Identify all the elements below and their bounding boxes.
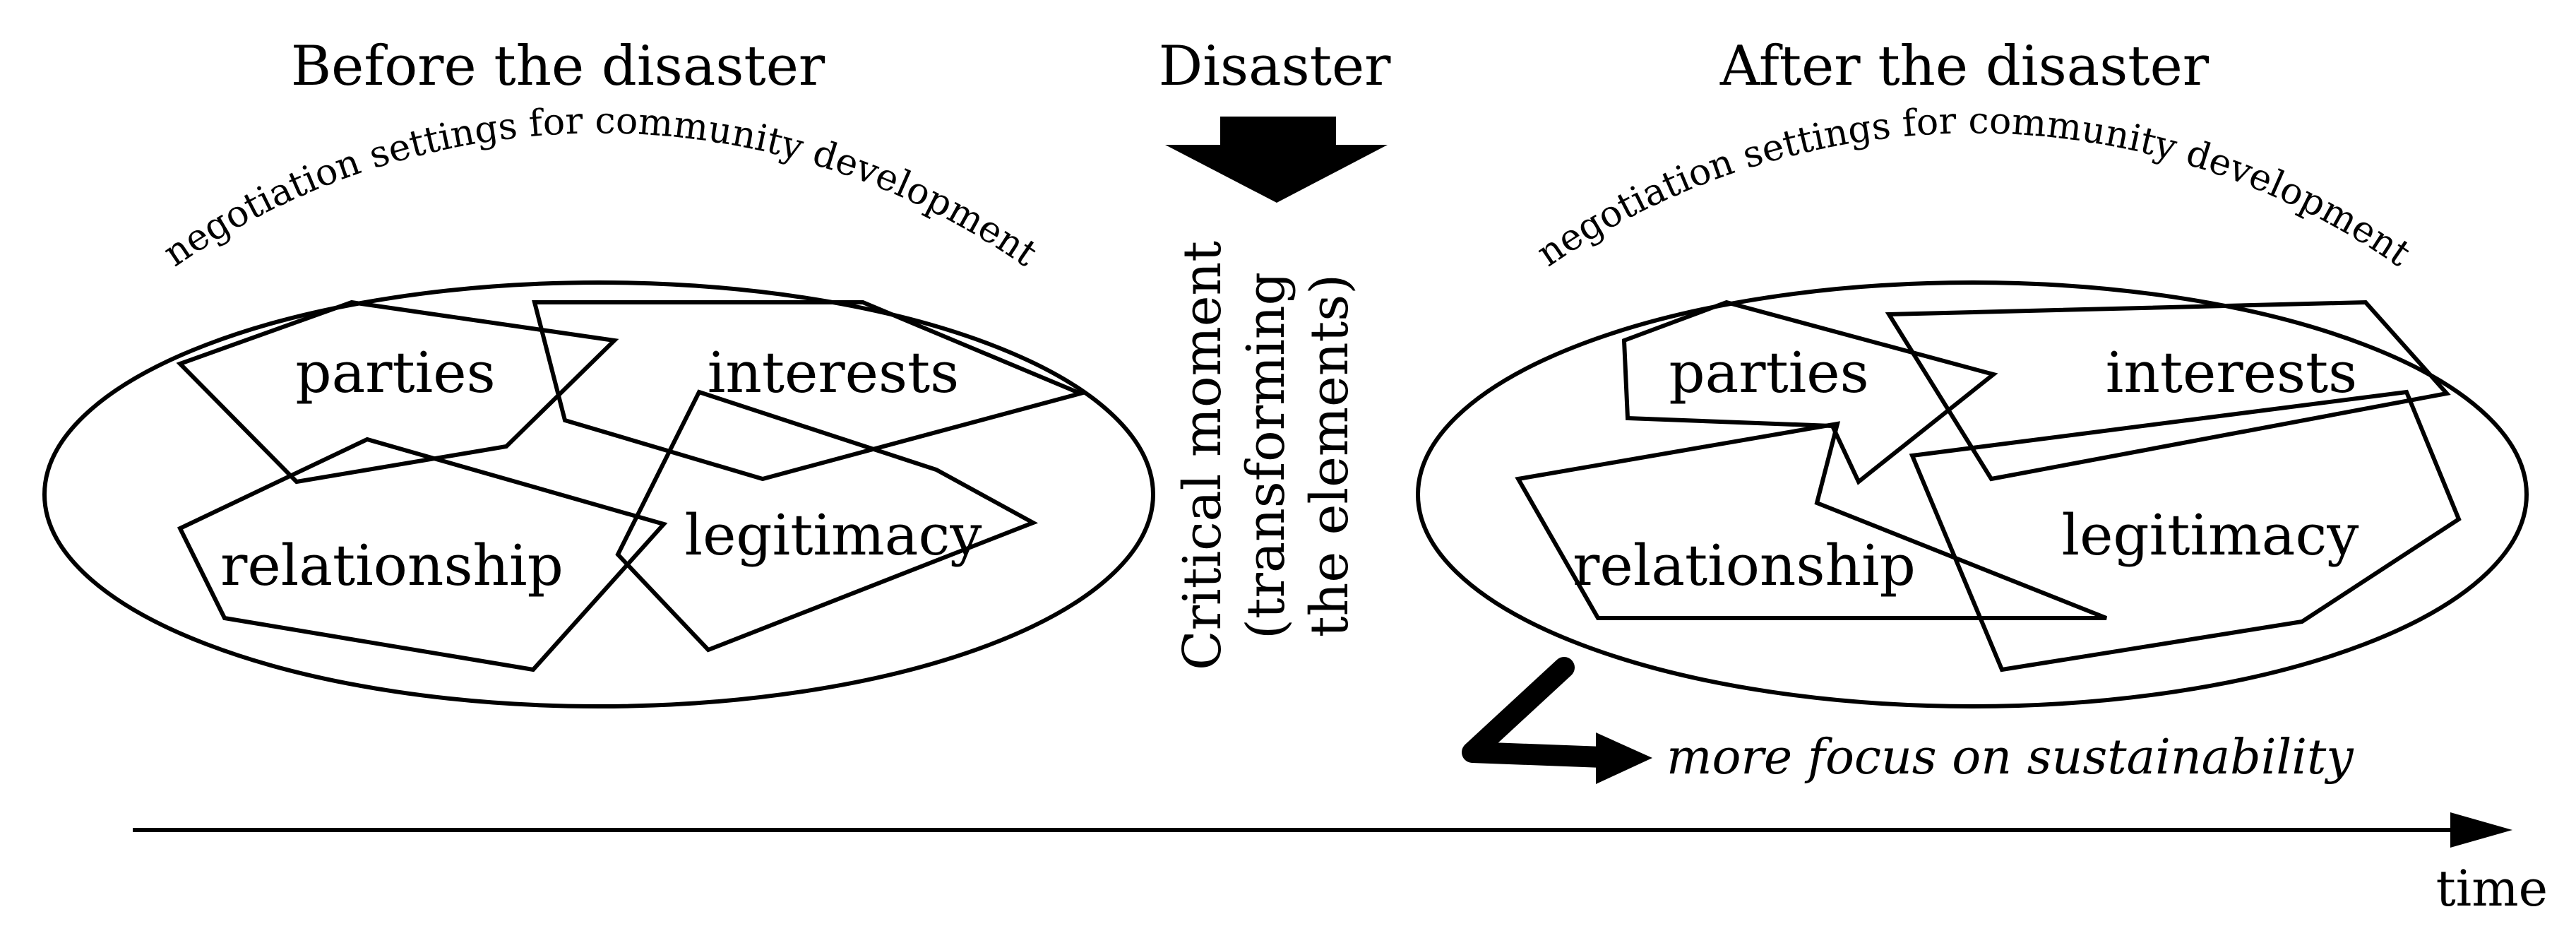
after-interests-label: interests [2106,340,2357,405]
focus-note: more focus on sustainability [1666,730,2354,785]
after-settings-ellipse [1416,280,2529,708]
before-settings-ellipse [42,280,1155,708]
time-axis [133,812,2512,848]
after-settings-label: negotiation settings for community devel… [1530,100,2419,275]
bent-right-arrow-icon [1462,657,1652,784]
after-legitimacy-label: legitimacy [2061,502,2359,568]
critical-moment-line-3: the elements) [1299,274,1360,637]
after-relationship-label: relationship [1573,533,1916,598]
after-interests-shape [1885,299,2451,482]
right-arrow-icon [2450,812,2512,848]
before-interests-label: interests [708,340,959,405]
time-axis-label: time [2436,860,2548,918]
after-parties-shape [1621,299,1998,485]
before-relationship-label: relationship [220,533,564,598]
before-legitimacy-shape [615,389,1039,653]
after-panel: negotiation settings for community devel… [1416,100,2529,708]
before-panel: negotiation settings for community devel… [42,100,1155,708]
critical-moment-line-1: Critical moment [1172,241,1233,670]
before-settings-label: negotiation settings for community devel… [156,100,1045,275]
after-legitimacy-shape [1909,389,2462,672]
heading-after: After the disaster [1719,35,2210,98]
after-parties-label: parties [1669,340,1868,405]
before-interests-shape [532,300,1087,482]
heading-disaster: Disaster [1159,35,1392,98]
after-relationship-shape [1515,421,2108,620]
critical-moment-label: Critical moment (transforming the elemen… [1172,241,1360,670]
before-legitimacy-label: legitimacy [684,502,982,568]
disaster-arrow-icon [1165,117,1388,203]
before-parties-label: parties [295,340,495,405]
critical-moment-line-2: (transforming [1236,272,1296,639]
heading-before: Before the disaster [291,35,825,98]
before-parties-shape [176,299,619,485]
before-relationship-shape [177,437,668,672]
